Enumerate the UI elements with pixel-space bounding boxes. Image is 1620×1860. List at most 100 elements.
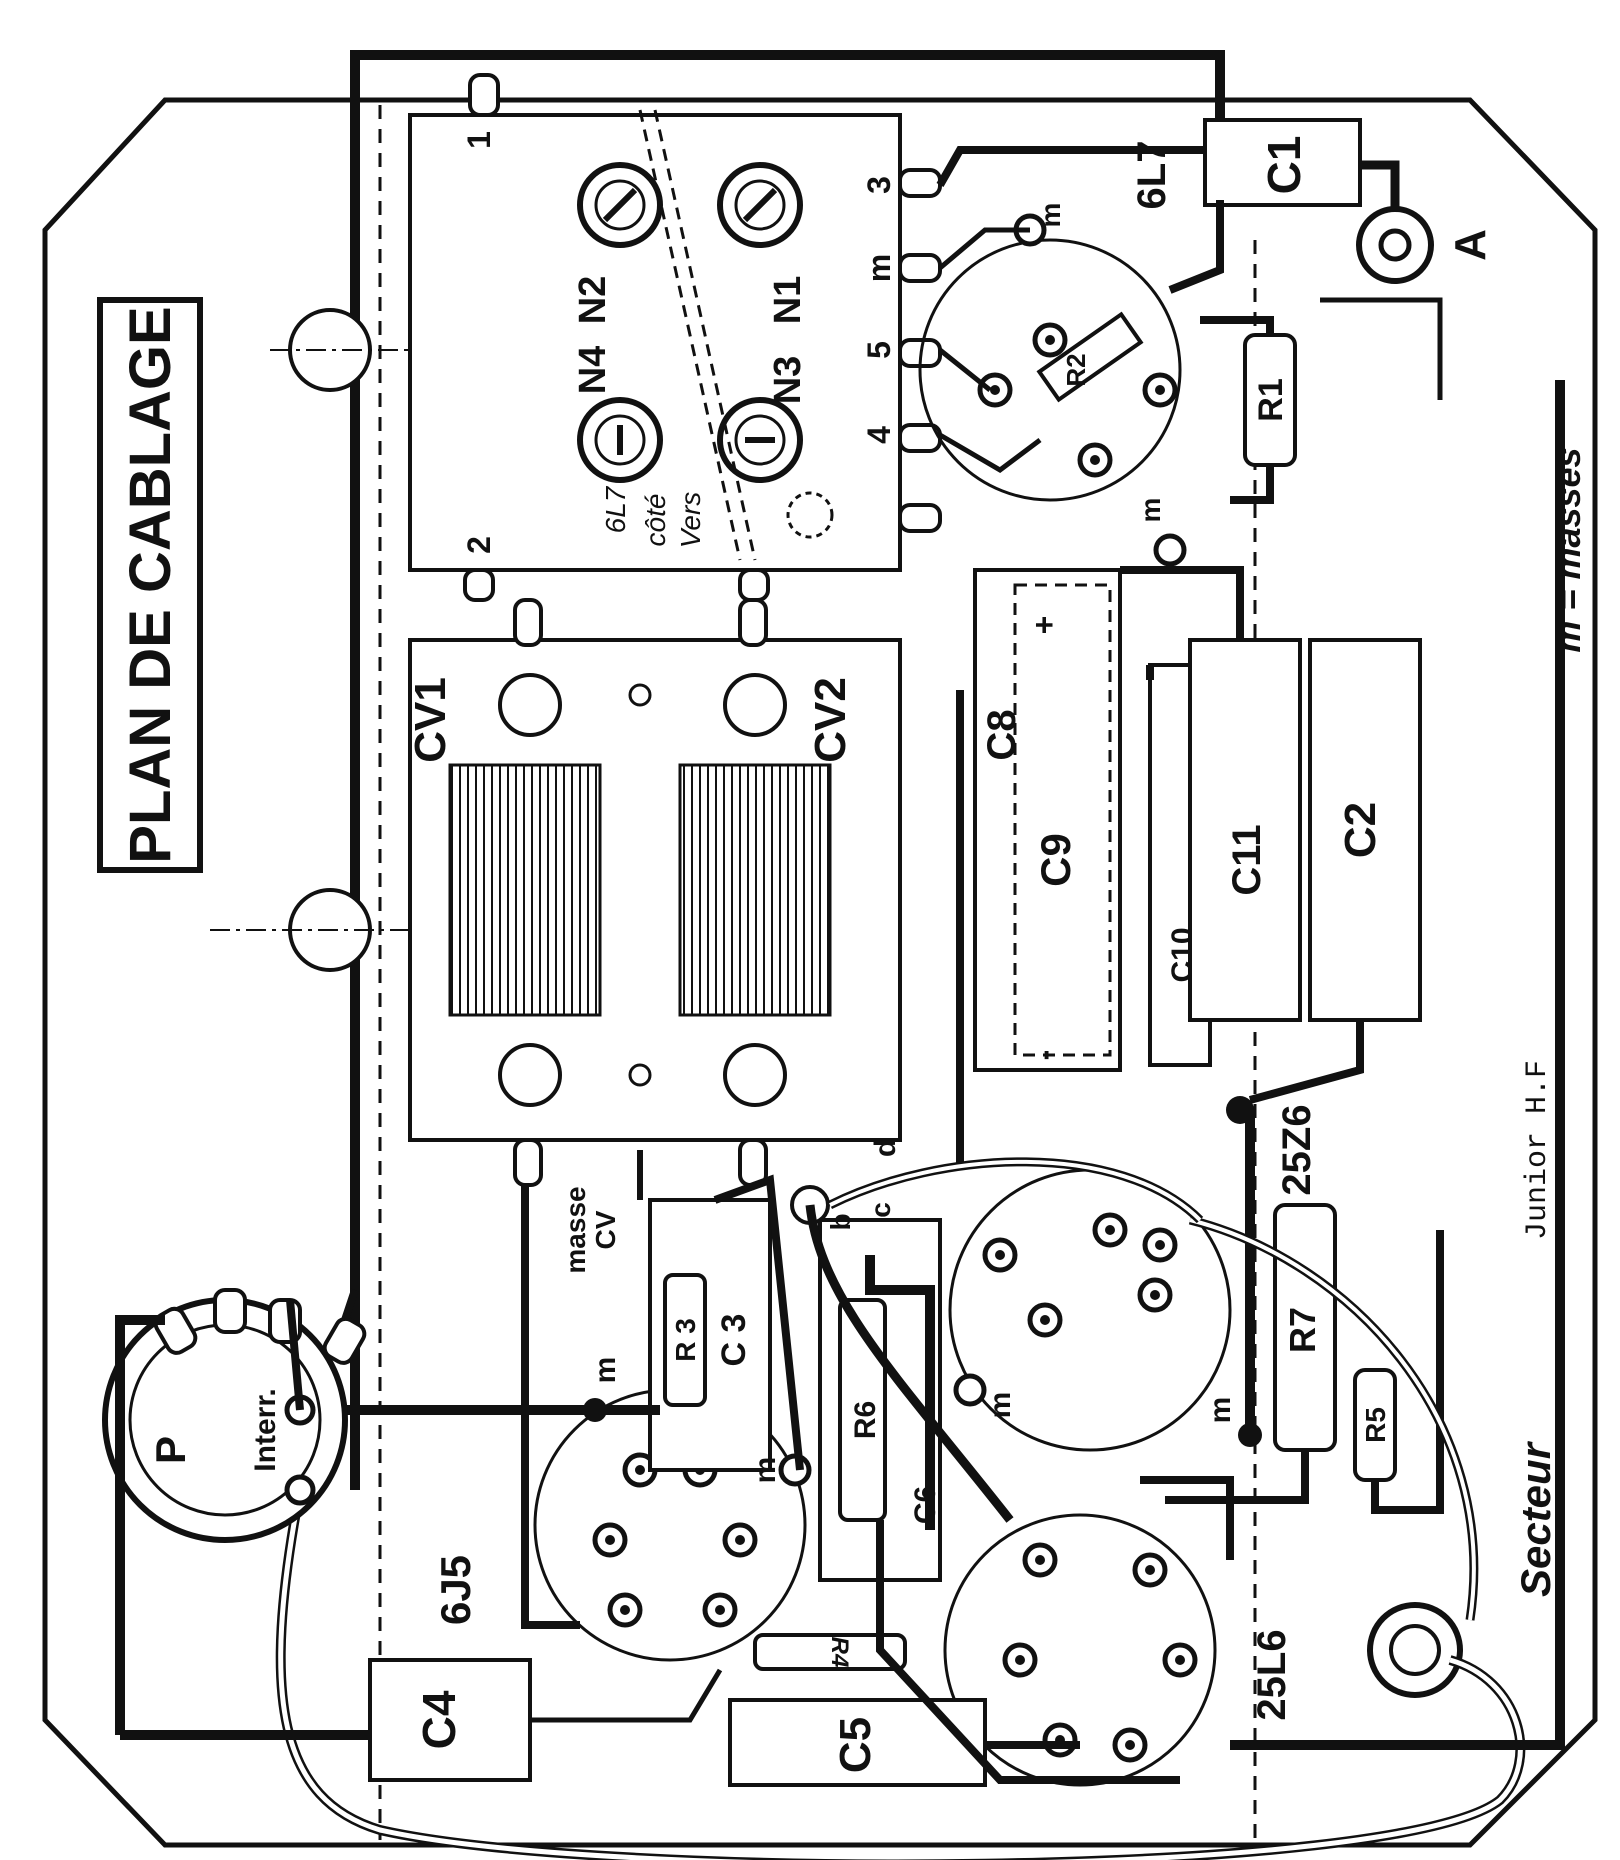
ground-lug	[953, 1373, 987, 1407]
coil-lug	[738, 568, 770, 602]
label-c11: C11	[1225, 824, 1269, 895]
wire	[1371, 1230, 1444, 1514]
capacitor-c1	[1203, 118, 1362, 207]
wire	[341, 1288, 359, 1322]
label-m: m	[589, 1357, 622, 1384]
terminal-d: d	[869, 1139, 902, 1157]
label-c5: C5	[831, 1717, 880, 1773]
trimmer-screw	[577, 397, 663, 483]
label-r6: R6	[849, 1401, 882, 1439]
socket-pin	[1032, 322, 1068, 358]
wire	[530, 1668, 723, 1723]
socket-pin	[977, 372, 1013, 408]
resistor-r2	[1036, 311, 1144, 403]
label-plus: +	[1026, 616, 1062, 635]
coil-lug	[898, 168, 942, 198]
wire	[1200, 316, 1274, 335]
coil-pin-m: m	[861, 254, 897, 282]
resistor-r4	[753, 1633, 907, 1671]
dashed-contact	[786, 491, 834, 539]
cv-plates-2	[678, 763, 832, 1017]
label-c2: C2	[1336, 802, 1385, 858]
label-n1: N1	[767, 276, 809, 325]
antenna-terminal-inner	[1378, 228, 1412, 262]
cv-plates-1	[448, 763, 602, 1017]
label-c1: C1	[1258, 136, 1310, 195]
shielded-lead-inner	[829, 1159, 1202, 1222]
vers-label-2: 6L7	[600, 485, 631, 533]
mains-lead-inner	[1189, 1218, 1476, 1621]
dashed-link	[653, 109, 757, 561]
socket-pin	[1162, 1642, 1198, 1678]
cv-mount-hole	[498, 673, 562, 737]
chassis-outline	[42, 97, 1598, 1848]
coil-lug	[463, 568, 495, 602]
capacitor-c9	[973, 568, 1122, 1072]
vers-label-1: Vers	[675, 492, 706, 549]
wire	[713, 1174, 804, 1471]
label-n4: N4	[572, 346, 614, 395]
wire	[1320, 297, 1443, 400]
label-r4: R4	[826, 1637, 853, 1668]
socket-pin	[1042, 1722, 1078, 1758]
masse-cv-label-2: CV	[590, 1210, 621, 1249]
trimmer-screw	[577, 162, 663, 248]
cv-mount-hole	[723, 673, 787, 737]
terminal-b: b	[825, 1213, 856, 1230]
masse-cv-label-1: masse	[560, 1186, 591, 1273]
label-c9: C9	[1032, 833, 1079, 887]
socket-pin	[1132, 1552, 1168, 1588]
mains-cord-inner	[278, 1489, 1523, 1860]
legend-masses: m = masses	[1547, 447, 1588, 652]
coil-pin-2: 2	[461, 536, 497, 554]
cv-lug	[513, 598, 543, 647]
wire	[938, 348, 992, 392]
label-r5: R5	[1360, 1407, 1391, 1443]
capacitor-c11	[1188, 638, 1302, 1022]
coil-pin-3: 3	[861, 176, 897, 194]
wire	[1230, 465, 1274, 504]
coil-pin-4: 4	[861, 426, 897, 444]
label-6j5: 6J5	[432, 1555, 479, 1625]
pot-lug	[322, 1316, 367, 1365]
socket-pin	[1077, 442, 1113, 478]
wire	[1168, 200, 1224, 294]
tube-socket-25l6	[943, 1513, 1217, 1787]
shielded-lead	[805, 1204, 1014, 1523]
ground-bus	[1230, 380, 1565, 1750]
mains-grommet-inner	[1389, 1624, 1441, 1676]
wire	[876, 1520, 1180, 1784]
socket-pin	[1022, 1542, 1058, 1578]
socket-pin	[1027, 1302, 1063, 1338]
wire	[286, 1299, 304, 1411]
coil-lug	[898, 503, 942, 533]
label-n3: N3	[767, 356, 809, 405]
socket-pin	[1092, 1212, 1128, 1248]
resistor-r3	[663, 1273, 707, 1407]
label-c3: C 3	[715, 1314, 753, 1367]
label-secteur: Secteur	[1512, 1440, 1559, 1597]
label-c8: C8	[980, 709, 1024, 760]
label-r3: R 3	[670, 1318, 701, 1362]
trimmer-screw	[717, 162, 803, 248]
capacitor-c4	[368, 1658, 532, 1782]
label-cv1: CV1	[406, 677, 455, 763]
cv-lug	[513, 1138, 543, 1187]
wire	[1120, 566, 1244, 640]
label-25l6: 25L6	[1250, 1629, 1294, 1720]
trimmer-screw	[717, 397, 803, 483]
label-m: m	[984, 1392, 1017, 1419]
antenna-terminal	[1356, 206, 1434, 284]
vers-label-3: côté	[640, 494, 671, 547]
wire	[521, 1185, 580, 1629]
capacitor-c8-dashed	[1013, 583, 1112, 1057]
label-p: P	[147, 1436, 194, 1464]
coil-pin-5: 5	[861, 341, 897, 359]
label-25z6: 25Z6	[1275, 1104, 1319, 1195]
wire-c1-a	[1360, 160, 1400, 210]
title-box	[97, 297, 203, 873]
socket-pin	[592, 1522, 628, 1558]
label-m: m	[1204, 1397, 1237, 1424]
terminal-c: c	[865, 1202, 896, 1218]
